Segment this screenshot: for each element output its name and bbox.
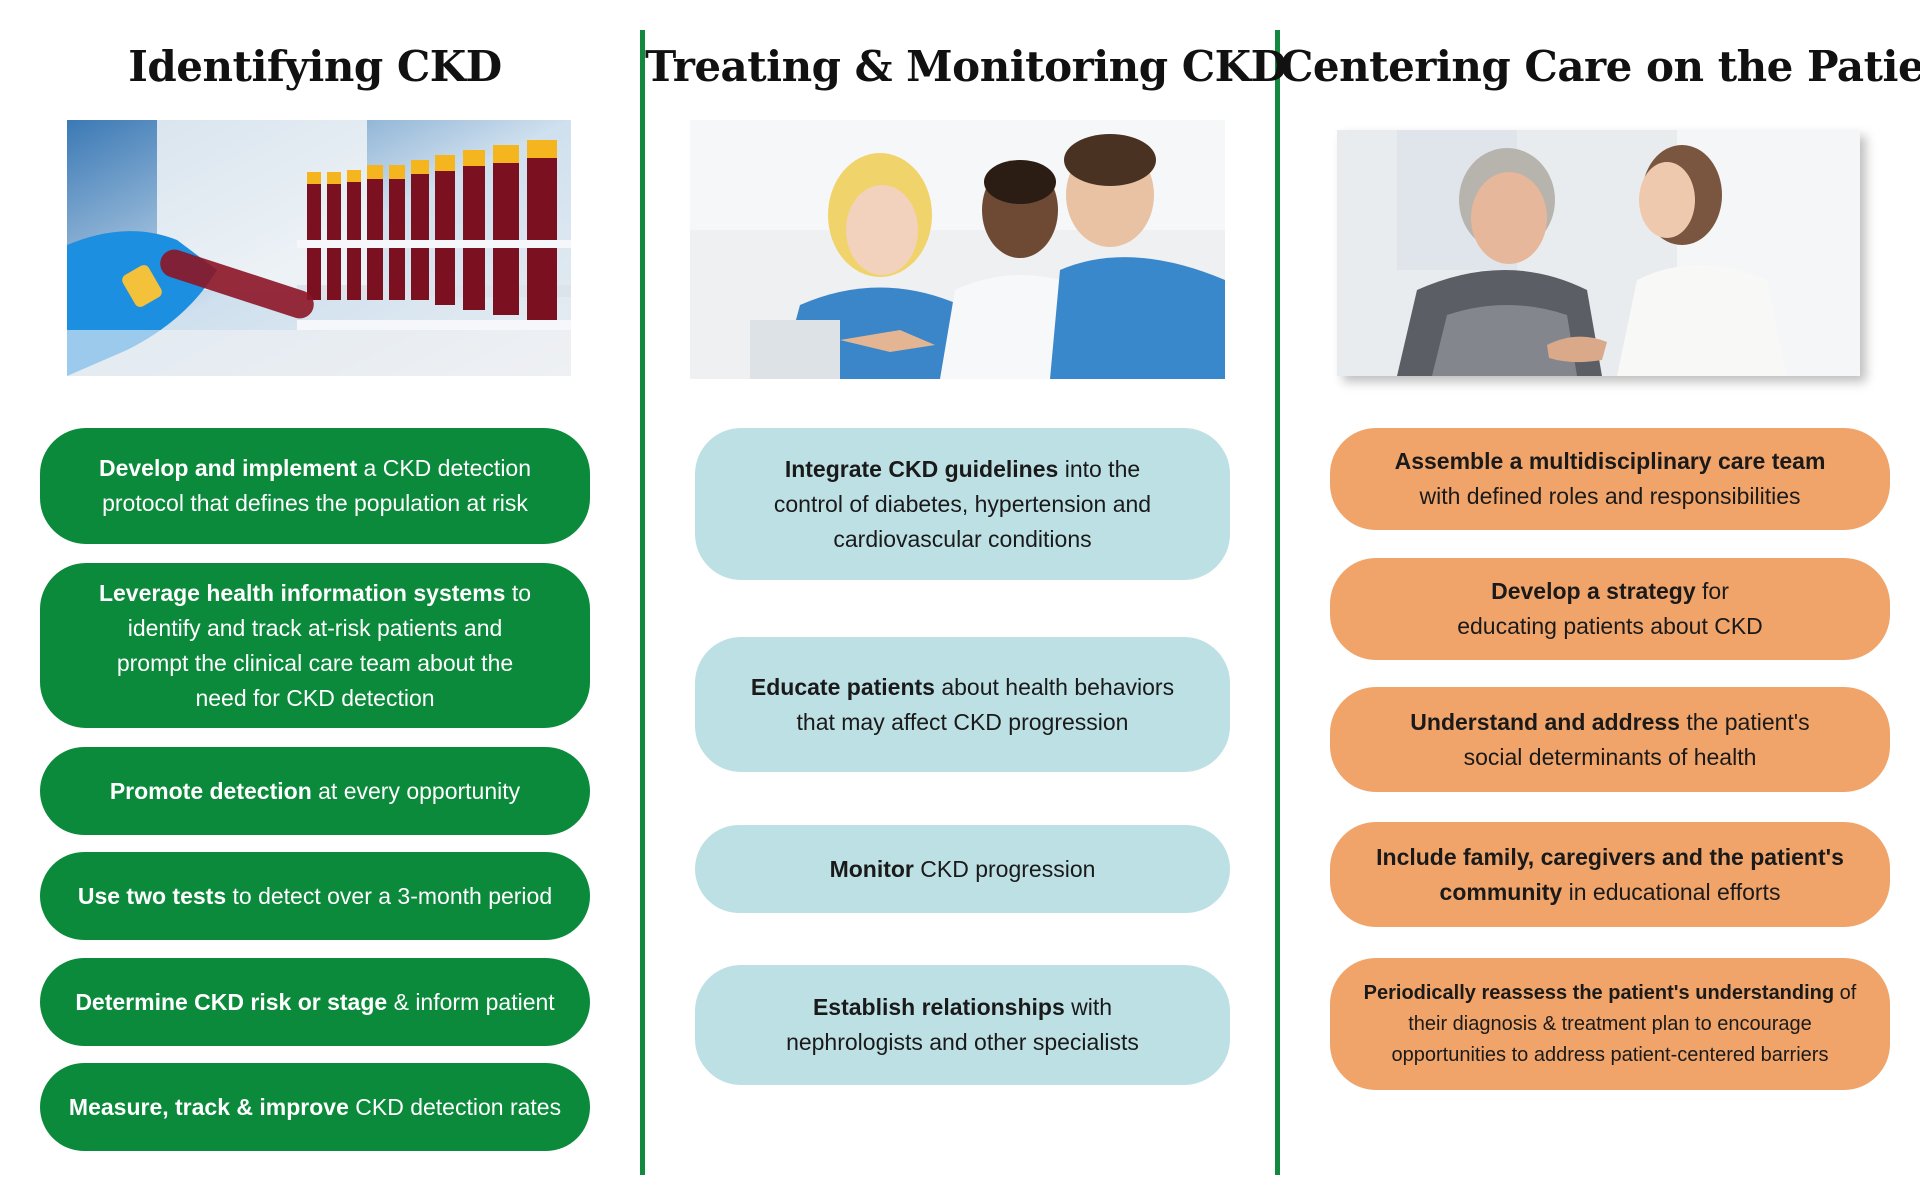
column-divider-left: [640, 30, 645, 1175]
column-title: Identifying CKD: [128, 42, 502, 91]
card-bold: Measure, track & improve: [68, 1093, 349, 1120]
card-include-family: Include family, caregivers and the patie…: [1330, 822, 1890, 927]
column-divider-right: [1275, 30, 1280, 1175]
card-bold: Periodically reassess the patient's unde…: [1363, 981, 1835, 1004]
card-bold: Integrate CKD guidelines: [784, 455, 1059, 482]
card-bold: Use two tests: [77, 882, 227, 909]
card-text: in educational efforts: [1562, 878, 1781, 905]
card-monitor-progression: Monitor CKD progression: [695, 825, 1230, 913]
card-text: to detect over a 3-month period: [226, 882, 553, 909]
card-establish-relationships: Establish relationships with nephrologis…: [695, 965, 1230, 1085]
card-bold: Develop a strategy: [1491, 578, 1696, 604]
card-integrate-guidelines: Integrate CKD guidelines into the contro…: [695, 428, 1230, 580]
card-determine-risk: Determine CKD risk or stage & inform pat…: [40, 958, 590, 1046]
card-bold: Educate patients: [750, 673, 935, 700]
card-text: & inform patient: [387, 988, 555, 1015]
card-text: of their diagnosis & treatment plan to e…: [1391, 981, 1857, 1066]
column-patient-centered: Centering Care on the Patient Assemble a…: [1280, 0, 1920, 1200]
card-two-tests: Use two tests to detect over a 3-month p…: [40, 852, 590, 940]
card-bold: Establish relationships: [812, 994, 1065, 1020]
blood-sample-tubes-photo: [67, 120, 571, 376]
card-develop-protocol: Develop and implement a CKD detection pr…: [40, 428, 590, 544]
card-text: the patient's social determinants of hea…: [1463, 708, 1810, 770]
card-bold: Develop and implement: [98, 455, 358, 481]
card-periodically-reassess: Periodically reassess the patient's unde…: [1330, 958, 1890, 1090]
card-text: CKD progression: [913, 855, 1096, 882]
card-text: with defined roles and responsibilities: [1419, 483, 1801, 509]
column-treating-monitoring: Treating & Monitoring CKD Integrate CKD …: [645, 0, 1287, 1200]
card-text: a CKD detection protocol that defines th…: [102, 455, 532, 516]
card-health-info-systems: Leverage health information systems to i…: [40, 563, 590, 728]
card-bold: Determine CKD risk or stage: [75, 988, 388, 1015]
card-educate-patients: Educate patients about health behaviors …: [695, 637, 1230, 772]
card-text: for educating patients about CKD: [1457, 578, 1763, 639]
card-bold: Understand and address: [1410, 708, 1680, 735]
card-text: at every opportunity: [311, 777, 521, 804]
card-measure-track: Measure, track & improve CKD detection r…: [40, 1063, 590, 1151]
clinicians-reviewing-photo: [690, 120, 1225, 379]
card-bold: Include family, caregivers and the patie…: [1376, 843, 1844, 905]
card-promote-detection: Promote detection at every opportunity: [40, 747, 590, 835]
card-bold: Leverage health information systems: [98, 579, 506, 606]
card-text: with nephrologists and other specialists: [786, 994, 1139, 1055]
card-text: into the control of diabetes, hypertensi…: [773, 455, 1152, 552]
card-text: to identify and track at-risk patients a…: [116, 579, 532, 711]
patient-consultation-photo: [1337, 130, 1860, 376]
card-bold: Assemble a multidisciplinary care team: [1394, 448, 1826, 474]
column-title: Centering Care on the Patient: [1280, 42, 1920, 91]
card-social-determinants: Understand and address the patient's soc…: [1330, 687, 1890, 792]
column-title: Treating & Monitoring CKD: [645, 42, 1287, 91]
card-bold: Monitor: [829, 855, 914, 882]
card-text: about health behaviors that may affect C…: [796, 673, 1175, 735]
card-develop-strategy: Develop a strategy for educating patient…: [1330, 558, 1890, 660]
card-assemble-team: Assemble a multidisciplinary care team w…: [1330, 428, 1890, 530]
card-text: CKD detection rates: [348, 1093, 562, 1120]
column-identifying-ckd: Identifying CKD: [0, 0, 640, 1200]
card-bold: Promote detection: [109, 777, 312, 804]
